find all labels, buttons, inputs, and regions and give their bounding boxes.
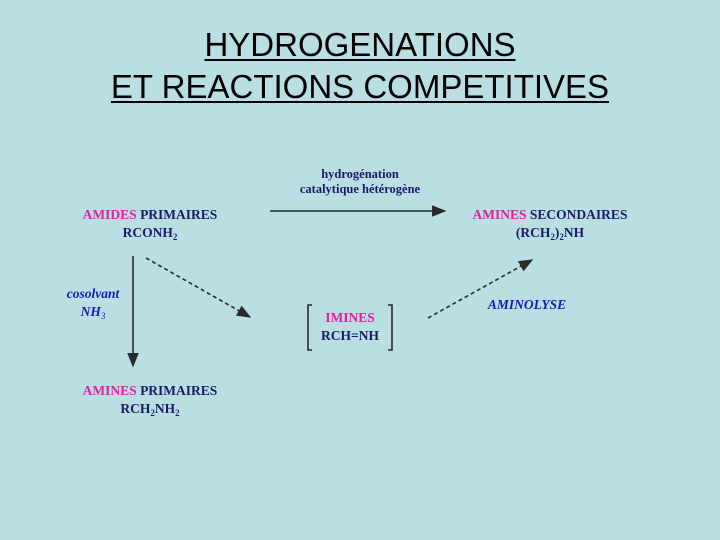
cosolvant-label: cosolvant NH3 <box>66 286 120 321</box>
amide-label: AMIDES PRIMAIRES <box>82 207 218 222</box>
imine-left-bracket <box>307 304 312 351</box>
imine-to-secondary-amine-arrow <box>427 259 534 319</box>
secondary-amine-label: AMINES SECONDAIRES <box>472 207 628 222</box>
secondary-amine-node: AMINES SECONDAIRES (RCH2)2NH <box>455 206 645 246</box>
amide-to-imine-arrow <box>145 257 252 318</box>
hydrogenation-label: hydrogénation catalytique hétérogène <box>299 167 421 196</box>
imine-node: IMINES RCH=NH <box>312 309 388 345</box>
primary-amine-node: AMINES PRIMAIRES RCH2NH2 <box>60 382 240 422</box>
slide-title: HYDROGENATIONS ET REACTIONS COMPETITIVES <box>0 24 720 108</box>
imine-label: IMINES <box>325 310 375 325</box>
title-line-1: HYDROGENATIONS <box>204 26 516 63</box>
imine-formula: RCH=NH <box>321 328 379 343</box>
primary-amine-label: AMINES PRIMAIRES <box>82 383 218 398</box>
imine-right-bracket <box>388 304 393 351</box>
amide-formula: RCONH2 <box>122 225 178 242</box>
secondary-amine-formula: (RCH2)2NH <box>515 225 585 242</box>
aminolyse-label: AMINOLYSE <box>487 297 567 312</box>
amide-node: AMIDES PRIMAIRES RCONH2 <box>60 206 240 246</box>
title-line-2: ET REACTIONS COMPETITIVES <box>110 68 610 105</box>
primary-amine-formula: RCH2NH2 <box>120 401 180 418</box>
